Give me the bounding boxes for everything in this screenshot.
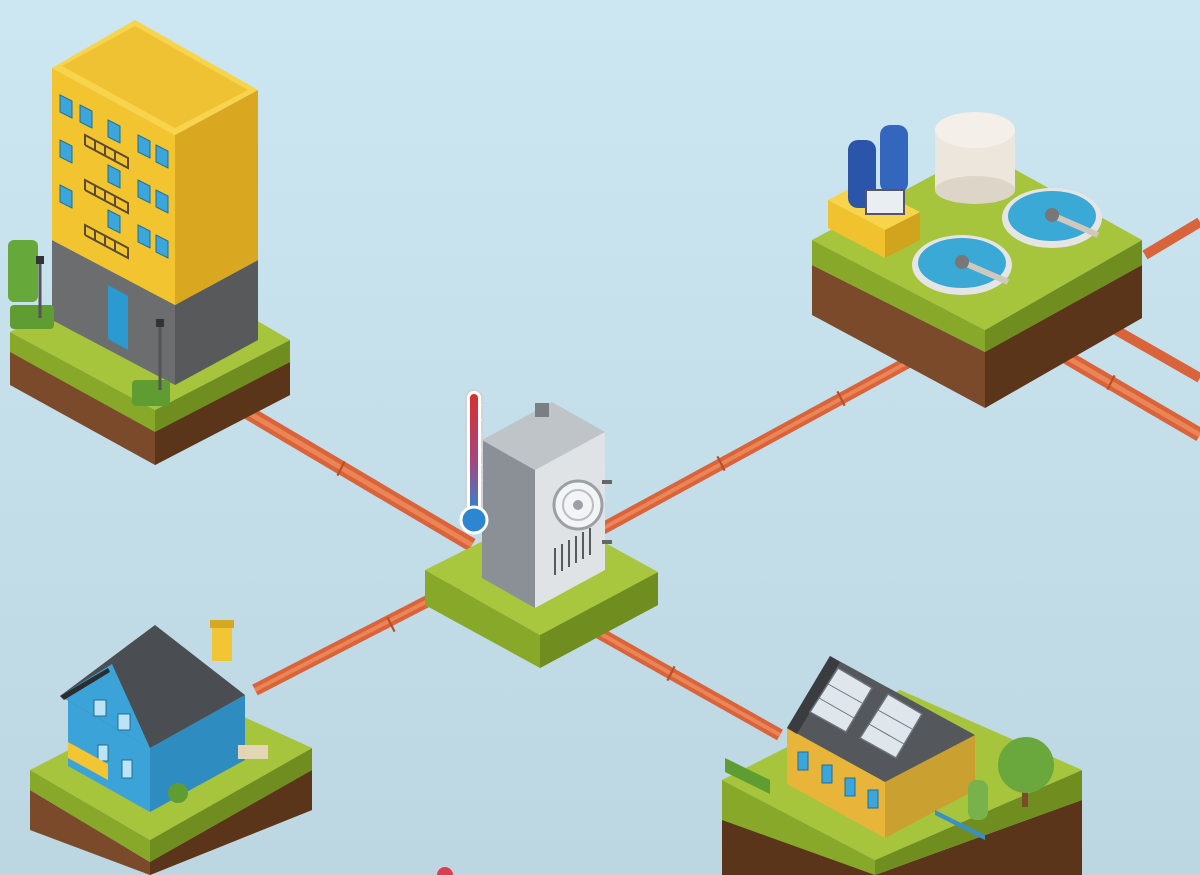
thermometer-icon <box>459 389 489 535</box>
apartment-bushes <box>8 240 170 406</box>
solar-house-icon <box>725 656 1054 840</box>
apartment-building-island <box>8 20 290 465</box>
water-treatment-icon <box>828 112 1102 295</box>
solar-panel-icon <box>808 666 924 760</box>
water-treatment-island <box>812 112 1142 408</box>
pipes <box>226 217 1200 741</box>
apartment-building-icon <box>52 20 258 385</box>
house-icon <box>60 620 268 812</box>
heat-pump-icon <box>482 402 612 608</box>
solar-house-island <box>722 656 1082 875</box>
blue-house-island <box>30 620 312 875</box>
heat-pump-hub-island <box>425 389 658 668</box>
indicator-dot <box>437 867 453 875</box>
